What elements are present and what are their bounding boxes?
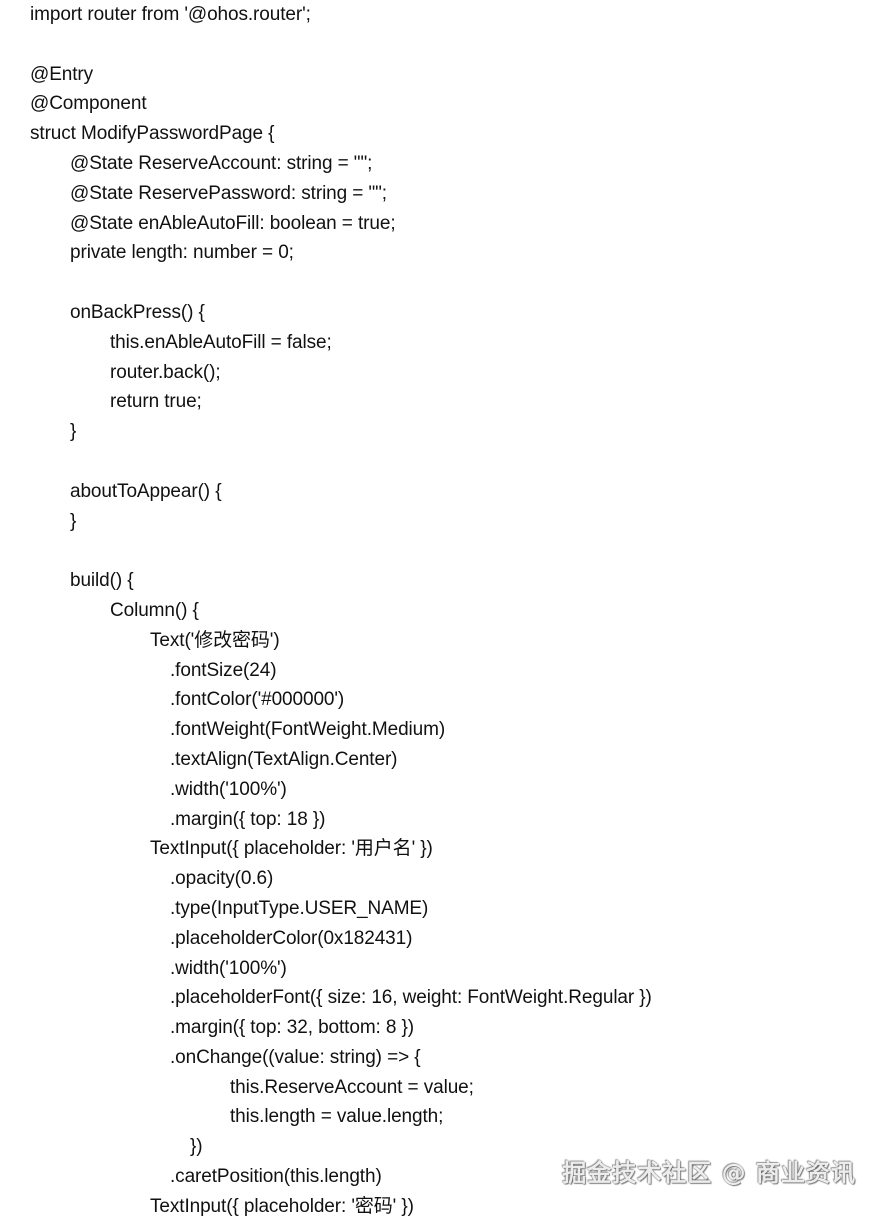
code-document: import router from '@ohos.router'; @Entry… bbox=[30, 0, 870, 1222]
code-line: Column() { bbox=[110, 599, 199, 621]
code-line: this.enAbleAutoFill = false; bbox=[110, 331, 332, 353]
code-line: TextInput({ placeholder: '密码' }) bbox=[150, 1195, 414, 1217]
watermark: 掘金技术社区 @ 商业资讯 bbox=[562, 1159, 856, 1187]
code-line: .fontColor('#000000') bbox=[170, 689, 345, 711]
code-line: .fontWeight(FontWeight.Medium) bbox=[170, 719, 446, 741]
code-line: }) bbox=[190, 1136, 203, 1158]
code-line: return true; bbox=[110, 391, 202, 413]
code-line: @Entry bbox=[30, 63, 94, 85]
code-line: .type(InputType.USER_NAME) bbox=[170, 897, 429, 919]
code-line: struct ModifyPasswordPage { bbox=[30, 123, 275, 145]
code-line: .fontSize(24) bbox=[170, 659, 277, 681]
code-line bbox=[30, 268, 870, 298]
code-line: private length: number = 0; bbox=[70, 242, 294, 264]
code-line: TextInput({ placeholder: '用户名' }) bbox=[150, 838, 433, 860]
code-line: .caretPosition(this.length) bbox=[170, 1166, 382, 1188]
code-line: @Component bbox=[30, 93, 147, 115]
code-line: onBackPress() { bbox=[70, 301, 205, 323]
code-line: } bbox=[70, 510, 77, 532]
code-line: aboutToAppear() { bbox=[70, 480, 222, 502]
code-line: Text('修改密码') bbox=[150, 629, 280, 651]
code-line bbox=[30, 30, 870, 60]
code-line: .width('100%') bbox=[170, 778, 287, 800]
code-line: .textAlign(TextAlign.Center) bbox=[170, 748, 398, 770]
code-line: .width('100%') bbox=[170, 957, 287, 979]
code-line: .placeholderColor(0x182431) bbox=[170, 927, 413, 949]
code-line: .margin({ top: 18 }) bbox=[170, 808, 326, 830]
code-line bbox=[30, 447, 870, 477]
code-line: this.length = value.length; bbox=[230, 1106, 444, 1128]
code-line: this.ReserveAccount = value; bbox=[230, 1076, 474, 1098]
code-line: .opacity(0.6) bbox=[170, 868, 274, 890]
code-line: @State enAbleAutoFill: boolean = true; bbox=[70, 212, 396, 234]
code-line bbox=[30, 536, 870, 566]
code-line: build() { bbox=[70, 570, 134, 592]
code-line: .placeholderFont({ size: 16, weight: Fon… bbox=[170, 987, 652, 1009]
code-line: @State ReservePassword: string = ""; bbox=[70, 182, 387, 204]
code-line: @State ReserveAccount: string = ""; bbox=[70, 152, 373, 174]
code-line: } bbox=[70, 421, 77, 443]
code-line: .onChange((value: string) => { bbox=[170, 1046, 421, 1068]
code-line: .margin({ top: 32, bottom: 8 }) bbox=[170, 1017, 415, 1039]
code-line: import router from '@ohos.router'; bbox=[30, 4, 311, 25]
code-line: router.back(); bbox=[110, 361, 221, 383]
